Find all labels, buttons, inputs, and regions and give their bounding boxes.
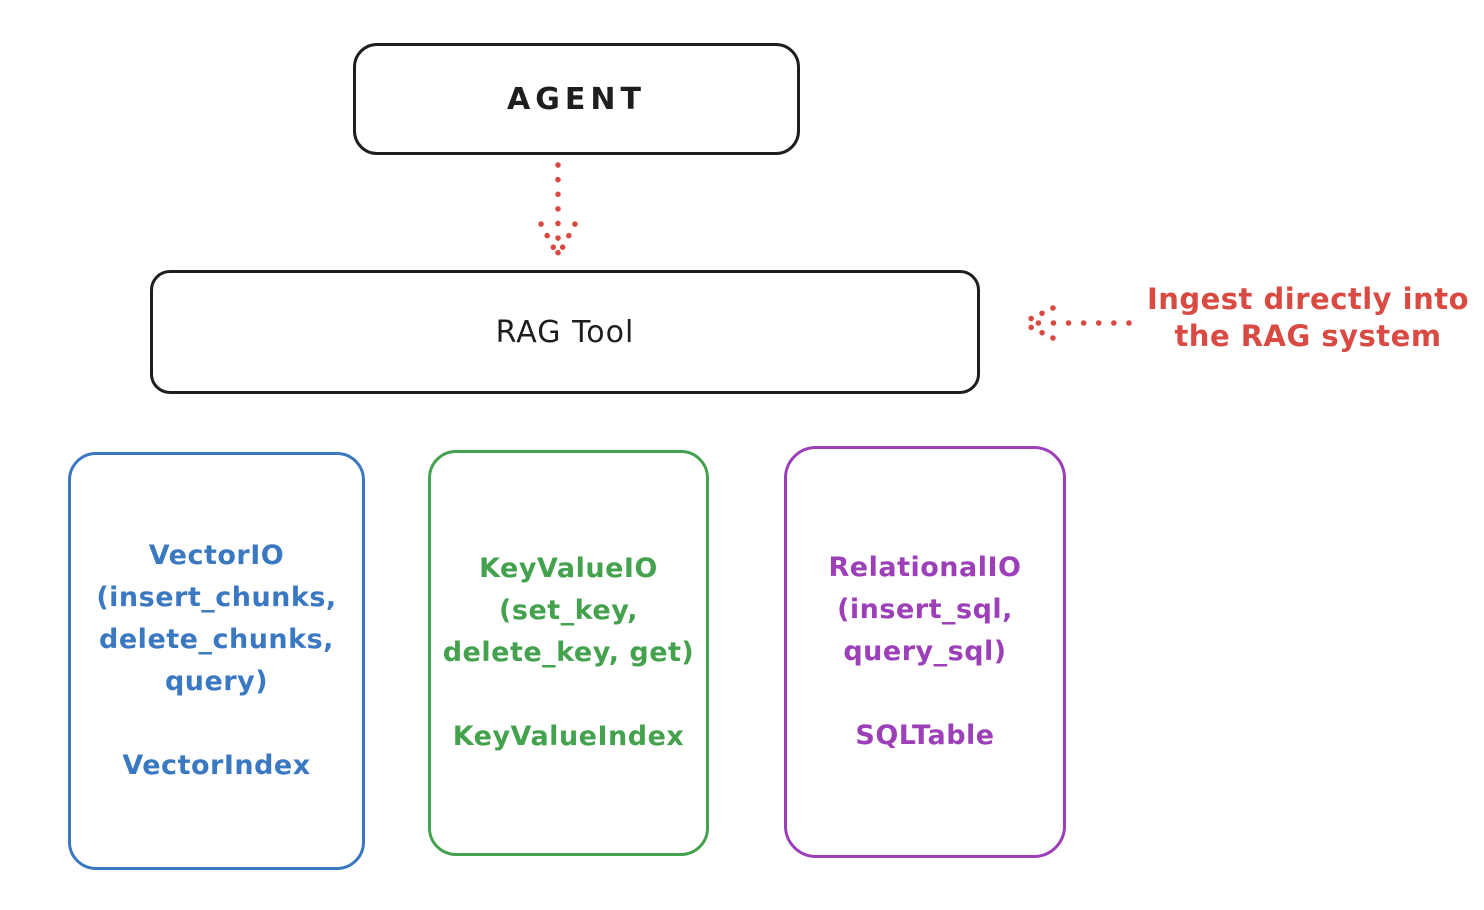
sql-table-label: SQLTable xyxy=(855,720,995,751)
vector-io-methods-line1: (insert_chunks, xyxy=(96,582,337,613)
backend-node-relational-io: RelationalIO (insert_sql, query_sql) SQL… xyxy=(784,446,1066,858)
keyvalue-io-methods-line1: (set_key, xyxy=(499,595,638,626)
vector-io-methods-line3: query) xyxy=(164,666,269,697)
vector-io-methods-line2: delete_chunks, xyxy=(99,624,334,655)
arrow-agent-to-ragtool-icon xyxy=(527,160,589,272)
ingest-annotation: Ingest directly into the RAG system xyxy=(1140,281,1476,355)
relational-io-title: RelationalIO xyxy=(828,552,1022,583)
rag-tool-node: RAG Tool xyxy=(150,270,980,394)
keyvalue-io-title: KeyValueIO xyxy=(479,553,658,584)
vector-io-title: VectorIO xyxy=(148,540,285,571)
agent-label: AGENT xyxy=(507,81,646,117)
arrow-annotation-to-ragtool-icon xyxy=(1013,300,1137,350)
agent-node: AGENT xyxy=(353,43,800,155)
backend-node-vector-io: VectorIO (insert_chunks, delete_chunks, … xyxy=(68,452,365,870)
ingest-annotation-line2: the RAG system xyxy=(1174,319,1442,353)
keyvalue-index-label: KeyValueIndex xyxy=(452,721,685,752)
keyvalue-io-methods-line2: delete_key, get) xyxy=(442,637,695,668)
relational-io-methods-line2: query_sql) xyxy=(843,636,1007,667)
backend-node-keyvalue-io: KeyValueIO (set_key, delete_key, get) Ke… xyxy=(428,450,709,856)
rag-tool-label: RAG Tool xyxy=(495,314,635,350)
ingest-annotation-line1: Ingest directly into xyxy=(1146,282,1470,316)
relational-io-methods-line1: (insert_sql, xyxy=(837,594,1013,625)
vector-index-label: VectorIndex xyxy=(122,750,311,781)
